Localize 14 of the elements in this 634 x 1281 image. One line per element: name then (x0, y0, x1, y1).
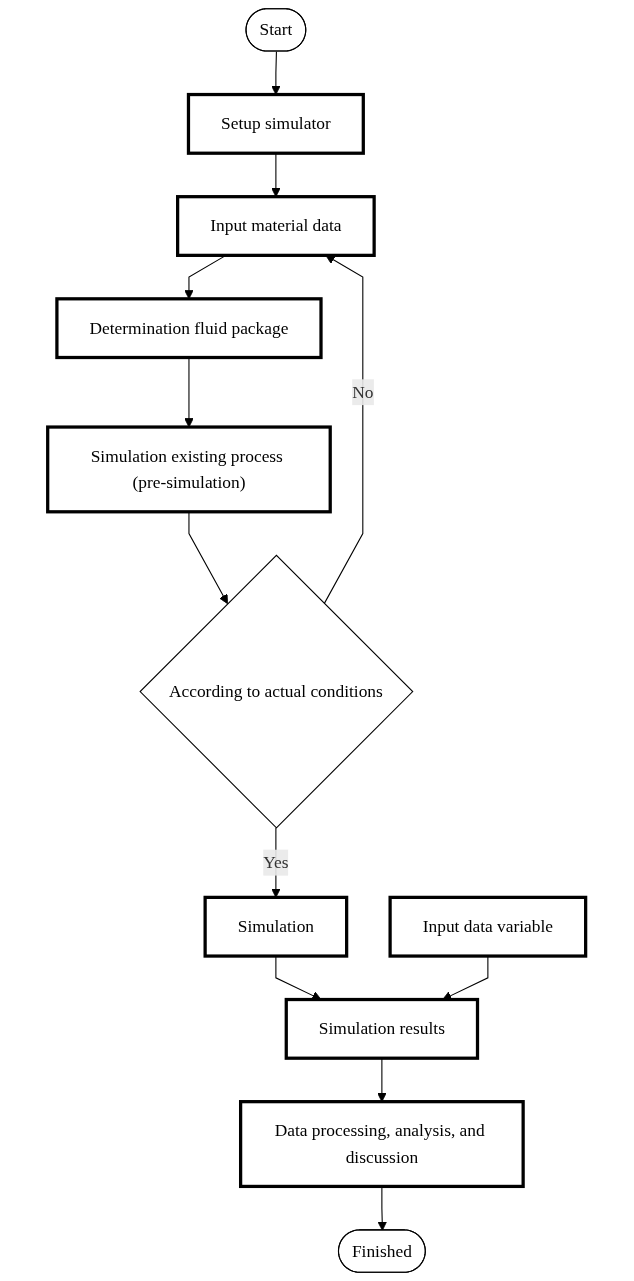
node-box (203, 895, 349, 958)
node-box (239, 1100, 526, 1189)
arrow (188, 511, 229, 605)
node-box (284, 997, 480, 1060)
node-diamond (139, 554, 414, 829)
flowchart: Start Setup simulator Input material data Determination fluid package No Simulation existing process (pre-simulation) According to actual conditions Yes Simulation Input data variable Simulation results Data processing, analysis, and discussion Finished (39, 0, 595, 1281)
node-box (187, 92, 366, 155)
arrow (271, 51, 281, 95)
edge-label: Yes (263, 852, 289, 872)
node-box (55, 297, 323, 360)
node-box (46, 425, 333, 514)
node-box (176, 195, 377, 257)
node-box (388, 895, 588, 958)
edge-label: No (352, 382, 374, 401)
